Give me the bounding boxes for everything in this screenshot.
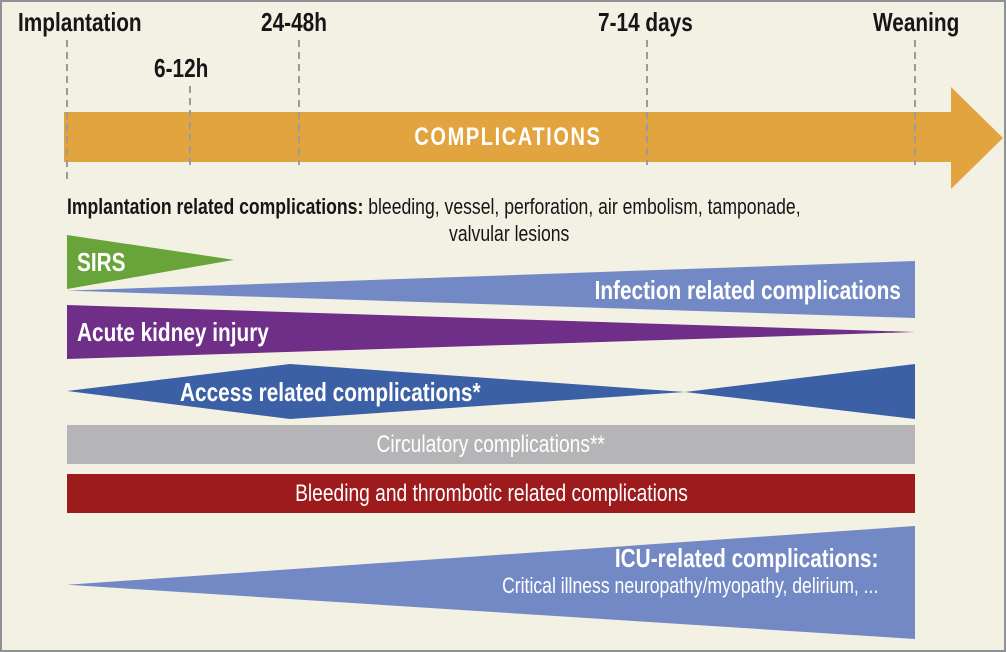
icu-sublabel: Critical illness neuropathy/myopathy, de… — [501, 573, 878, 598]
timeline-label-7-14-days: 7-14 days — [598, 7, 693, 37]
timeline-label-24-48h: 24-48h — [261, 7, 327, 37]
sirs-label: SIRS — [77, 247, 126, 277]
arrow-head-icon — [951, 87, 1003, 189]
timeline-label-implantation: Implantation — [18, 7, 142, 37]
implantation-note: Implantation related complications: blee… — [67, 193, 952, 247]
dashed-line-7-14-days — [646, 40, 648, 165]
infection-label: Infection related complications — [594, 275, 901, 305]
access-label: Access related complications* — [180, 377, 481, 407]
bleeding-bar: Bleeding and thrombotic related complica… — [67, 474, 915, 513]
complications-arrow-band: COMPLICATIONS — [64, 112, 951, 162]
bleeding-label: Bleeding and thrombotic related complica… — [294, 480, 688, 507]
acute-kidney-injury-label: Acute kidney injury — [77, 317, 269, 347]
implantation-note-line2: valvular lesions — [449, 221, 570, 246]
dashed-line-implantation — [66, 40, 68, 180]
icu-label: ICU-related complications: — [614, 543, 878, 573]
dashed-line-24-48h — [298, 40, 300, 165]
icu-text-block: ICU-related complications: Critical illn… — [408, 544, 878, 599]
timeline-label-weaning: Weaning — [873, 7, 960, 37]
dashed-line-6-12h — [189, 86, 191, 165]
implantation-note-line1: Implantation related complications: blee… — [67, 193, 952, 220]
complications-arrow-label: COMPLICATIONS — [413, 123, 602, 151]
circulatory-bar: Circulatory complications** — [67, 425, 915, 464]
implantation-note-rest: bleeding, vessel, perforation, air embol… — [363, 194, 801, 219]
timeline-label-6-12h: 6-12h — [154, 53, 209, 83]
circulatory-label: Circulatory complications** — [376, 431, 606, 458]
implantation-note-bold: Implantation related complications: — [67, 194, 364, 219]
dashed-line-weaning — [914, 40, 916, 165]
